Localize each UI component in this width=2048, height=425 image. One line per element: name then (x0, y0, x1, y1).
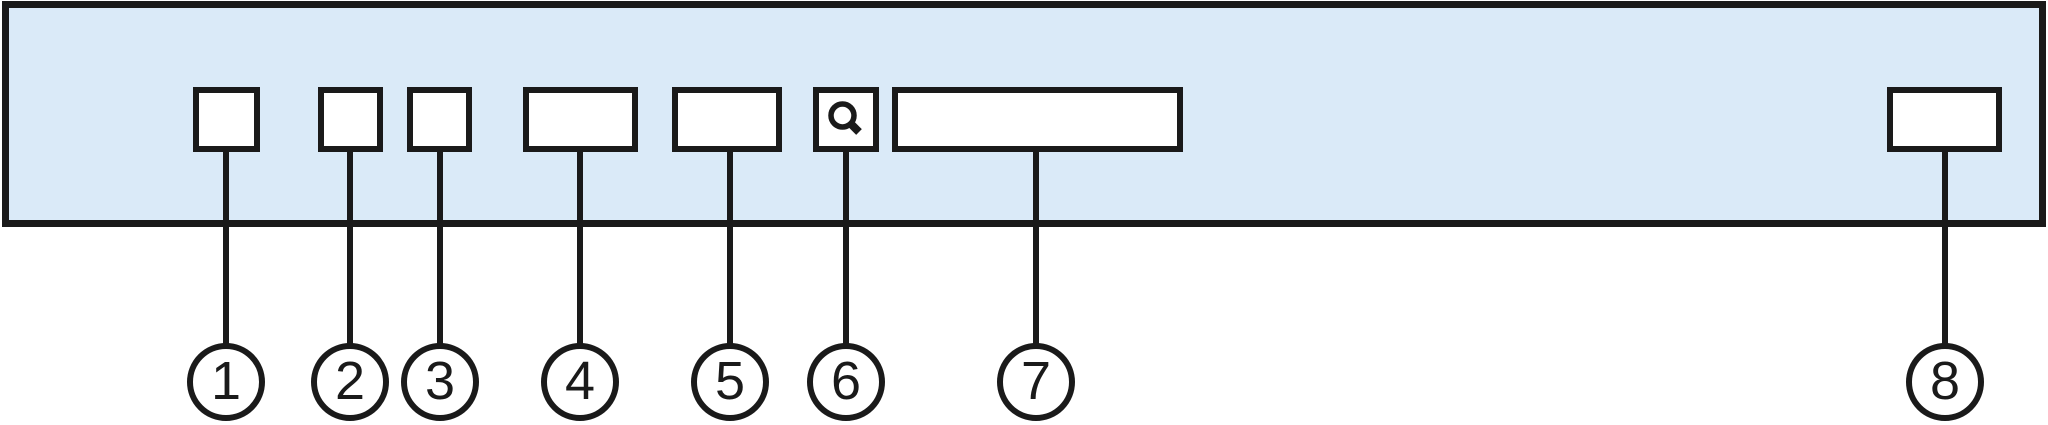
callout-4: 4 (541, 343, 619, 421)
callout-7-label: 7 (1020, 351, 1052, 411)
callout-line-7 (1033, 150, 1039, 344)
callout-5-label: 5 (714, 351, 746, 411)
toolbar-slot-5 (672, 87, 782, 152)
callout-line-6 (843, 150, 849, 344)
toolbar-slot-7-long-field (892, 87, 1183, 152)
callout-2: 2 (311, 343, 389, 421)
callout-5: 5 (691, 343, 769, 421)
callout-3-label: 3 (424, 351, 456, 411)
callout-7: 7 (997, 343, 1075, 421)
callout-8-label: 8 (1929, 351, 1961, 411)
toolbar-slot-3 (407, 87, 472, 152)
callout-1: 1 (187, 343, 265, 421)
toolbar-slot-2 (318, 87, 383, 152)
toolbar-slot-6-search-button (813, 87, 879, 152)
callout-1-label: 1 (210, 351, 242, 411)
toolbar-slot-8 (1887, 87, 2002, 152)
callout-line-1 (223, 150, 229, 344)
callout-2-label: 2 (334, 351, 366, 411)
callout-line-3 (437, 150, 443, 344)
callout-line-2 (347, 150, 353, 344)
search-icon (828, 100, 862, 135)
callout-line-8 (1942, 150, 1948, 344)
toolbar-slot-4 (523, 87, 638, 152)
callout-line-5 (727, 150, 733, 344)
callout-8: 8 (1906, 343, 1984, 421)
callout-line-4 (577, 150, 583, 344)
toolbar-slot-1 (193, 87, 260, 152)
callout-6: 6 (807, 343, 885, 421)
callout-4-label: 4 (564, 351, 596, 411)
callout-3: 3 (401, 343, 479, 421)
callout-6-label: 6 (830, 351, 862, 411)
